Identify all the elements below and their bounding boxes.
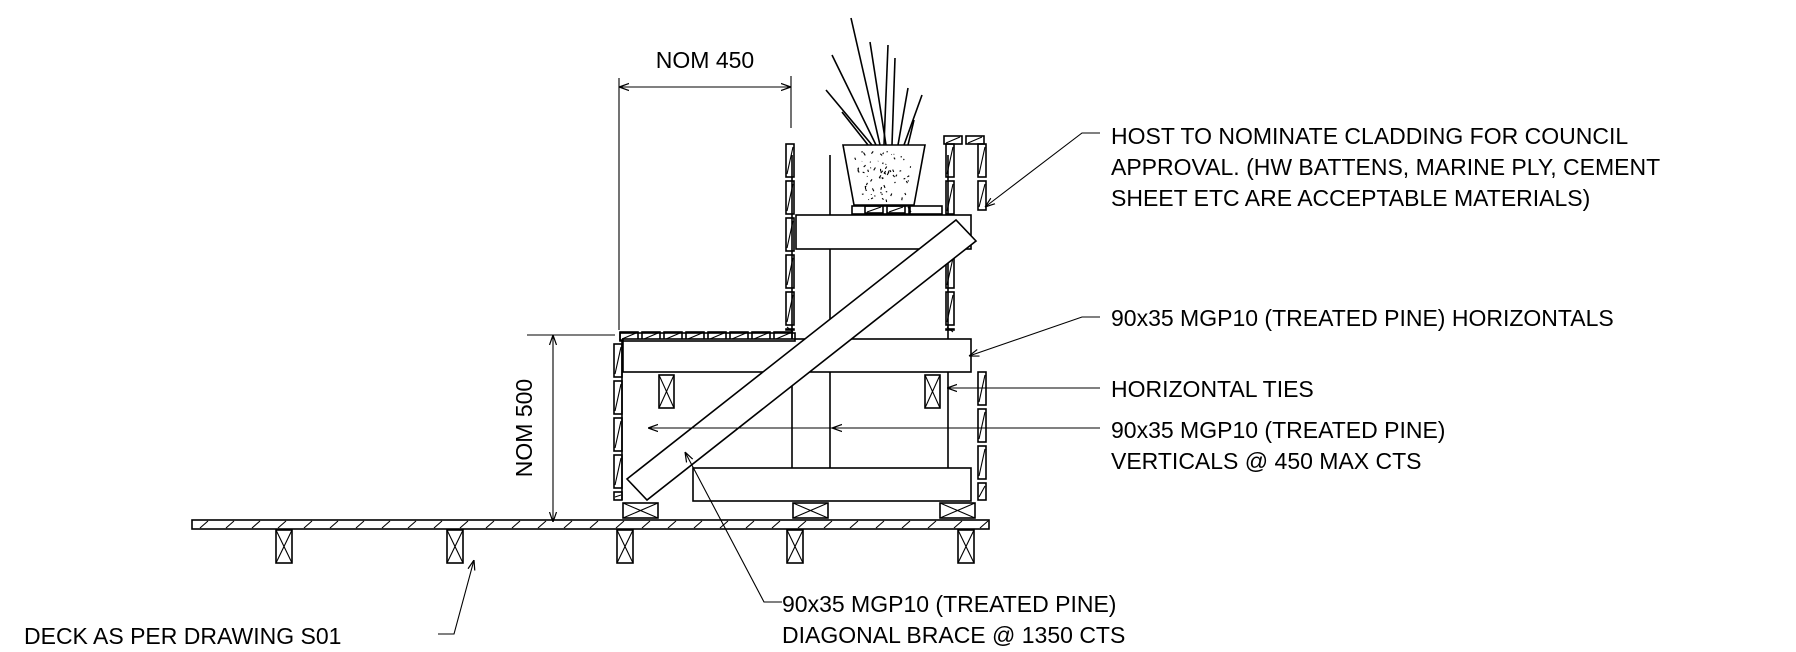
top-ledgers — [619, 205, 943, 342]
dimension-height-label: NOM 500 — [511, 379, 537, 477]
callout-deck: DECK AS PER DRAWING S01 — [24, 623, 341, 649]
vertical-studs — [621, 155, 949, 500]
callout-verticals-line-1: 90x35 MGP10 (TREATED PINE) — [1111, 417, 1445, 443]
callout-cladding-line-1: HOST TO NOMINATE CLADDING FOR COUNCIL — [1111, 123, 1628, 149]
callout-verticals: 90x35 MGP10 (TREATED PINE) VERTICALS @ 4… — [1111, 417, 1445, 474]
callout-cladding: HOST TO NOMINATE CLADDING FOR COUNCIL AP… — [1111, 123, 1660, 211]
callout-brace: 90x35 MGP10 (TREATED PINE) DIAGONAL BRAC… — [782, 591, 1125, 648]
deck-surface — [191, 519, 990, 530]
deck-joists — [275, 529, 975, 564]
callout-horizontals: 90x35 MGP10 (TREATED PINE) HORIZONTALS — [1111, 305, 1614, 331]
callout-brace-line-2: DIAGONAL BRACE @ 1350 CTS — [782, 622, 1125, 648]
callout-brace-line-1: 90x35 MGP10 (TREATED PINE) — [782, 591, 1116, 617]
horizontal-ties — [658, 374, 941, 409]
callout-ties: HORIZONTAL TIES — [1111, 376, 1314, 402]
bottom-plates — [622, 502, 976, 519]
plant-pot-icon — [825, 17, 926, 206]
leader-lines — [438, 132, 1100, 635]
callout-verticals-line-2: VERTICALS @ 450 MAX CTS — [1111, 448, 1422, 474]
callout-cladding-line-2: APPROVAL. (HW BATTENS, MARINE PLY, CEMEN… — [1111, 154, 1660, 180]
diagonal-brace — [625, 218, 978, 502]
dimension-width-label: NOM 450 — [656, 47, 754, 73]
callout-cladding-line-3: SHEET ETC ARE ACCEPTABLE MATERIALS) — [1111, 185, 1590, 211]
dimension-width: NOM 450 — [618, 47, 792, 330]
dimension-height: NOM 500 — [511, 334, 615, 522]
